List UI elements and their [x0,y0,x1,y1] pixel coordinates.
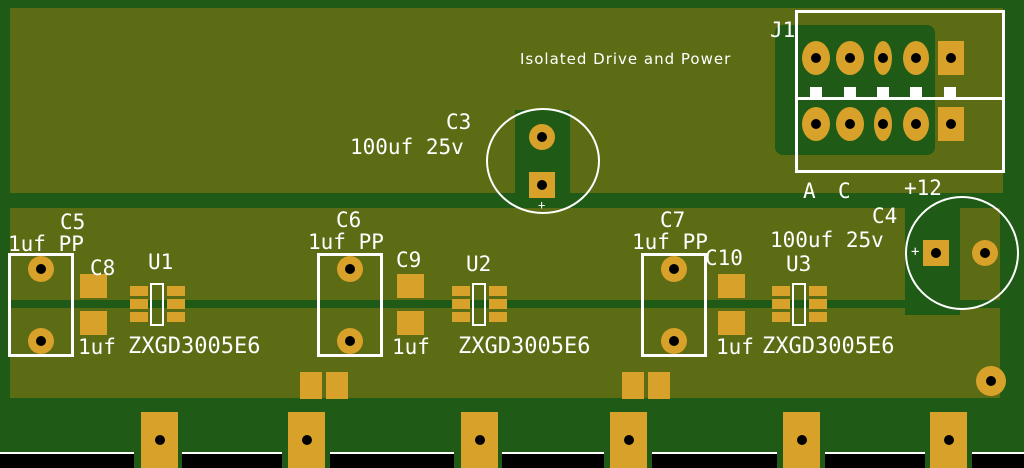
j1-pin [903,41,929,75]
c9-ref: C9 [396,248,422,272]
jumper-pad [622,372,644,399]
c5-ref: C5 [60,210,86,234]
u1-pads-left [130,286,148,322]
edge-cutout [0,452,134,468]
c4-pad [972,240,998,266]
j1-pin [802,107,830,141]
u1-part: ZXGD3005E6 [128,334,261,359]
c4-value: 100uf 25v [770,228,884,252]
u2-ref: U2 [466,252,492,276]
jumper-pad [648,372,670,399]
c9-pad [397,274,424,298]
c8-pad [80,274,107,298]
j1-pin-c-label: C [838,179,851,203]
u1-ref: U1 [148,250,174,274]
c10-pad [718,311,745,335]
j1-pin-square [938,107,964,141]
u2-pads-right [489,286,507,322]
edge-tab-pad [610,412,647,468]
c3-value: 100uf 25v [350,135,464,159]
j1-pin1-marker [944,87,956,97]
edge-cutout [330,452,454,468]
c9-value: 1uf [392,335,430,359]
edge-tab-pad [288,412,325,468]
c5-value: 1uf PP [8,232,84,256]
j1-pin [903,107,929,141]
j1-ref: J1 [770,18,796,42]
edge-cutout [182,452,282,468]
c3-pad [529,124,555,150]
jumper-pad [300,372,322,399]
edge-cutout [972,452,1024,468]
j1-outline [795,10,1005,173]
u3-body [792,283,806,326]
j1-divider [795,97,1005,100]
c3-ref: C3 [446,110,472,134]
c4-ref: C4 [872,204,898,228]
c7-ref: C7 [660,208,686,232]
c5-pad [28,328,54,354]
edge-tab-pad [461,412,498,468]
c4-pad-square [923,240,949,266]
u1-pads-right [167,286,185,322]
j1-pin1-marker [810,87,822,97]
c3-outline [486,108,600,214]
j1-plus12-label: +12 [904,176,942,200]
c6-pad [337,328,363,354]
c8-pad [80,311,107,335]
j1-pin-a-label: A [803,179,816,203]
c10-value: 1uf [716,335,754,359]
u3-ref: U3 [786,252,812,276]
u3-pads-left [772,286,790,322]
c5-pad [28,256,54,282]
c5-outline [8,253,74,357]
j1-pin-square [938,41,964,75]
mounting-hole [976,366,1006,396]
c7-pad [661,256,687,282]
c7-value: 1uf PP [632,230,708,254]
c6-outline [317,253,383,357]
c4-polarity: + [911,244,920,260]
j1-pin [836,41,864,75]
edge-cutout [502,452,604,468]
j1-title: Isolated Drive and Power [520,50,732,68]
j1-pin [802,41,830,75]
j1-pin [874,41,892,75]
c10-pad [718,274,745,298]
j1-pin1-marker [877,87,889,97]
edge-tab-pad [141,412,178,468]
j1-pin1-marker [844,87,856,97]
u3-pads-right [809,286,827,322]
c10-ref: C10 [705,246,743,270]
u2-pads-left [452,286,470,322]
c3-pad-square [529,172,555,198]
c7-pad [661,328,687,354]
jumper-pad [326,372,348,399]
edge-cutout [652,452,777,468]
u1-body [150,283,164,326]
c7-outline [641,253,707,357]
u3-part: ZXGD3005E6 [762,334,895,359]
edge-cutout [825,452,925,468]
top-copper-pour [10,8,775,193]
c3-polarity: + [538,198,546,212]
c8-ref: C8 [90,256,116,280]
c4-outline [905,196,1019,310]
c6-ref: C6 [336,208,362,232]
c8-value: 1uf [78,335,116,359]
j1-pin [836,107,864,141]
c6-pad [337,256,363,282]
edge-tab-pad [930,412,967,468]
j1-pin [874,107,892,141]
j1-pin1-marker [910,87,922,97]
edge-tab-pad [783,412,820,468]
c9-pad [397,311,424,335]
u2-part: ZXGD3005E6 [458,334,591,359]
u2-body [472,283,486,326]
c6-value: 1uf PP [308,230,384,254]
